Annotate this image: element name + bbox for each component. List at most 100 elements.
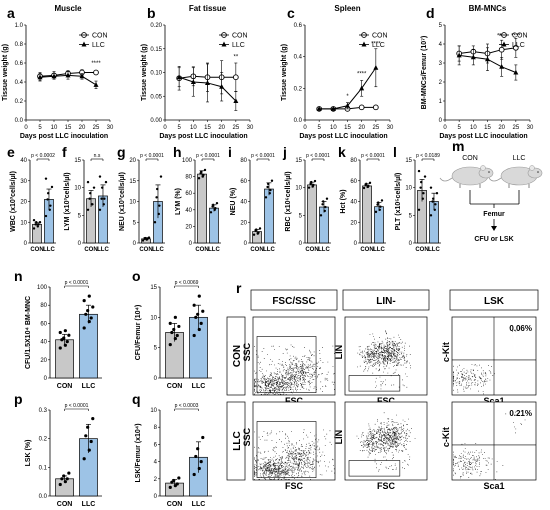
flow-x-label: Sca1 bbox=[483, 481, 504, 491]
x-tick-label: LLC bbox=[43, 247, 55, 253]
y-axis-label: LSK/Femur (x10⁴) bbox=[135, 423, 142, 482]
data-point bbox=[65, 477, 69, 481]
x-tick-label: 25 bbox=[372, 125, 379, 131]
x-tick-label: LLC bbox=[82, 501, 96, 508]
y-tick-label: 80 bbox=[185, 175, 192, 181]
data-point bbox=[196, 312, 200, 316]
y-axis-label: Tissue weight (g) bbox=[141, 44, 148, 101]
gate bbox=[348, 375, 401, 392]
p-value: p < 0.0002 bbox=[31, 153, 55, 159]
data-point bbox=[321, 203, 324, 206]
y-tick-label: 15 bbox=[150, 285, 157, 291]
flow-y-label: SSC bbox=[242, 342, 252, 361]
y-tick-label: 0.10 bbox=[150, 71, 162, 77]
y-tick-label: 10 bbox=[129, 200, 136, 206]
panel-letter: o bbox=[132, 268, 141, 284]
data-point bbox=[419, 186, 422, 189]
x-tick-label: CON bbox=[250, 247, 263, 253]
data-point bbox=[82, 299, 86, 303]
x-tick-label: 5 bbox=[457, 125, 461, 131]
data-point bbox=[270, 179, 274, 182]
panel-letter: f bbox=[62, 144, 67, 160]
y-tick-label: 3 bbox=[439, 61, 443, 67]
y-tick-label: 10 bbox=[295, 186, 302, 192]
y-tick-label: 0 bbox=[354, 241, 358, 247]
data-point-LLC bbox=[176, 74, 182, 80]
data-point bbox=[321, 200, 325, 203]
x-tick-label: 5 bbox=[38, 125, 42, 131]
data-point bbox=[422, 192, 425, 195]
y-tick-label: 60 bbox=[40, 321, 47, 327]
x-tick-label: 20 bbox=[498, 125, 505, 131]
data-point bbox=[89, 439, 93, 444]
arrow-head-icon bbox=[491, 226, 497, 231]
plot-frame bbox=[252, 401, 336, 481]
significance-mark: ** bbox=[233, 54, 238, 60]
plot-frame bbox=[344, 316, 428, 396]
x-axis-label: Days post LLC inoculation bbox=[20, 133, 108, 140]
flow-header: LIN- bbox=[376, 296, 395, 307]
data-point bbox=[197, 177, 201, 180]
data-point bbox=[50, 185, 54, 189]
data-point bbox=[269, 188, 272, 192]
y-tick-label: 0.05 bbox=[150, 94, 162, 100]
data-point-LLC bbox=[51, 73, 57, 79]
y-tick-label: 0.2 bbox=[39, 437, 48, 443]
data-point bbox=[380, 199, 384, 202]
legend-label-CON: CON bbox=[232, 33, 248, 40]
x-tick-label: CON bbox=[415, 247, 428, 253]
data-point bbox=[49, 204, 52, 207]
gate bbox=[348, 460, 401, 477]
x-tick-label: 10 bbox=[51, 125, 58, 131]
panel-letter: g bbox=[117, 144, 126, 160]
y-tick-label: 0.3 bbox=[39, 408, 48, 414]
y-tick-label: 4 bbox=[439, 42, 443, 48]
data-point bbox=[100, 186, 104, 189]
data-point bbox=[82, 326, 86, 330]
x-tick-label: 25 bbox=[512, 125, 519, 131]
y-tick-label: 0.4 bbox=[294, 55, 303, 61]
y-tick-label: 5 bbox=[299, 213, 303, 219]
p-value: p < 0.0001 bbox=[306, 153, 330, 159]
x-tick-label: CON bbox=[57, 383, 73, 390]
data-point bbox=[102, 203, 105, 206]
significance-mark: **** bbox=[357, 72, 367, 78]
data-point bbox=[58, 346, 62, 350]
p-value: p < 0.0001 bbox=[140, 153, 164, 159]
y-axis-label: WBC (x10³cells/µl) bbox=[10, 171, 17, 232]
panel-letter: d bbox=[426, 5, 435, 21]
y-tick-label: 15 bbox=[74, 158, 81, 164]
data-point bbox=[434, 203, 437, 206]
x-axis-label: Days post LLC inoculation bbox=[439, 133, 527, 140]
mouse-ear bbox=[480, 165, 486, 171]
y-tick-label: 0 bbox=[44, 376, 48, 382]
y-tick-label: 0.2 bbox=[294, 86, 303, 92]
data-point bbox=[325, 197, 329, 200]
data-point bbox=[365, 182, 368, 186]
data-point bbox=[98, 208, 102, 211]
flow-header-box bbox=[449, 289, 539, 311]
data-point bbox=[423, 175, 427, 178]
flow-x-label: FSC bbox=[285, 481, 304, 491]
data-point bbox=[58, 482, 62, 487]
p-value: n.s bbox=[94, 153, 101, 159]
data-point bbox=[98, 175, 102, 178]
data-point bbox=[63, 480, 67, 484]
significance-mark: **** bbox=[91, 61, 101, 67]
schematic-label-llc: LLC bbox=[513, 155, 526, 162]
flow-header-box bbox=[342, 289, 430, 311]
x-tick-label: 30 bbox=[387, 125, 394, 131]
data-point bbox=[431, 200, 434, 203]
data-point bbox=[323, 209, 326, 213]
data-point bbox=[170, 330, 174, 335]
x-axis-label: Days post LLC inoculation bbox=[299, 133, 387, 140]
y-tick-label: 6 bbox=[154, 442, 158, 448]
data-point-LLC bbox=[233, 98, 239, 103]
x-tick-label: CON bbox=[57, 501, 73, 508]
